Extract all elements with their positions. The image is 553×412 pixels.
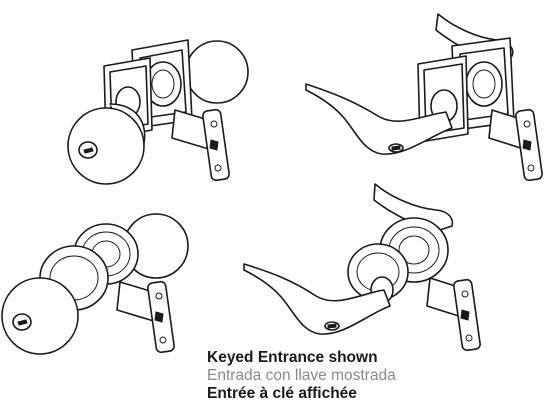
front-lever xyxy=(305,83,453,155)
front-lever xyxy=(243,263,391,335)
caption-spanish: Entrada con llave mostrada xyxy=(207,367,396,384)
caption-english: Keyed Entrance shown xyxy=(207,349,378,366)
figure-knob-square-rose xyxy=(67,39,249,185)
back-lever xyxy=(373,183,454,231)
front-knob xyxy=(1,277,79,355)
back-rose-hub xyxy=(465,61,503,107)
figure-lever-square-rose xyxy=(305,13,543,182)
front-knob xyxy=(67,107,145,185)
figure-lever-round-rose xyxy=(243,183,481,352)
caption-french: Entrée à clé affichée xyxy=(207,385,357,402)
caption: Keyed Entrance shown Entrada con llave m… xyxy=(207,349,396,403)
back-knob xyxy=(185,40,249,104)
figure-knob-round-rose xyxy=(1,213,189,355)
